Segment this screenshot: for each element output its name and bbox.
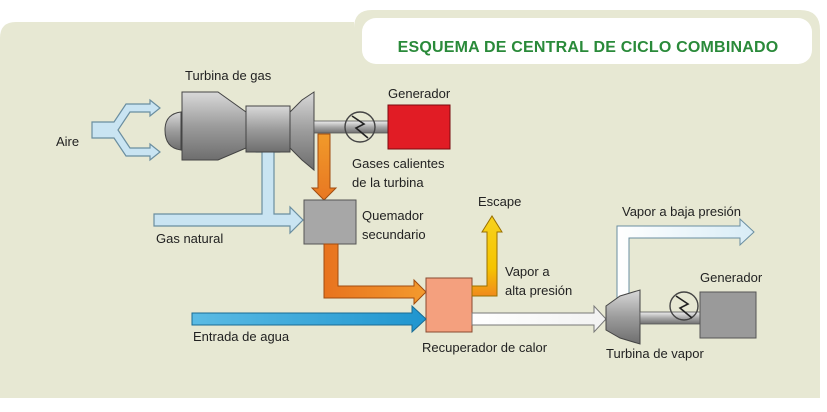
top-generator [387,104,451,150]
steam-turbine [605,289,701,345]
exhaust-arrow [471,215,503,297]
label-burner-2: secundario [362,227,426,242]
hp-steam-arrow [471,304,607,334]
label-burner-1: Quemador [362,208,424,223]
label-air: Aire [56,134,79,149]
burner-to-recuperator-duct [323,243,427,306]
label-steam-turbine: Turbina de vapor [606,346,704,361]
label-generator-top: Generador [388,86,451,101]
label-hp-steam-1: Vapor a [505,264,550,279]
secondary-burner [303,199,357,245]
heat-recovery-unit [425,277,473,333]
label-hot-gases-1: Gases calientes [352,156,445,171]
gas-turbine [164,91,315,172]
label-heat-recovery: Recuperador de calor [422,340,548,355]
label-lp-steam: Vapor a baja presión [622,204,741,219]
label-hot-gases-2: de la turbina [352,175,424,190]
lp-steam-arrow [616,217,755,301]
water-inlet-arrow [191,304,427,334]
label-water-inlet: Entrada de agua [193,329,290,344]
label-natural-gas: Gas natural [156,231,223,246]
air-intake-arrow [91,98,161,162]
bottom-generator [699,291,757,339]
label-generator-bottom: Generador [700,270,763,285]
title-tab [362,18,812,64]
label-gas-turbine: Turbina de gas [185,68,272,83]
label-hp-steam-2: alta presión [505,283,572,298]
label-exhaust: Escape [478,194,521,209]
diagram-title: ESQUEMA DE CENTRAL DE CICLO COMBINADO [398,39,779,56]
gas-turbine-shaft [313,111,395,143]
hot-gases-arrow [310,133,338,201]
